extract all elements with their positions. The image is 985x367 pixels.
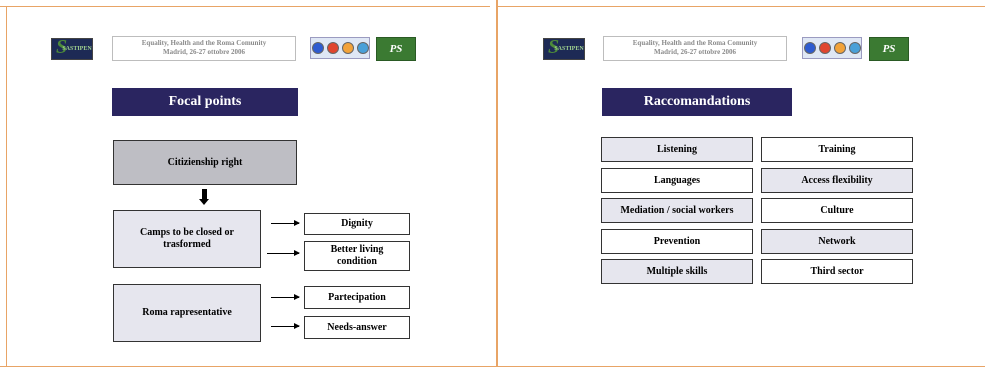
dot-icon bbox=[356, 42, 369, 54]
header-title: Equality, Health and the Roma Comunity bbox=[141, 39, 267, 47]
dot-icon bbox=[848, 42, 861, 54]
slide-title: Focal points bbox=[112, 88, 298, 116]
dot-icon bbox=[341, 42, 354, 54]
camps-box: Camps to be closed or trasformed bbox=[113, 210, 261, 268]
ps-logo-text: PS bbox=[389, 43, 403, 55]
header-date: Madrid, 26-27 ottobre 2006 bbox=[654, 48, 736, 56]
sastipen-logo-text: SASTIPEN bbox=[554, 46, 584, 52]
slide-title: Raccomandations bbox=[602, 88, 792, 116]
down-arrow-icon bbox=[199, 189, 210, 205]
recommendation-item: Training bbox=[761, 137, 913, 162]
top-border-left bbox=[0, 6, 490, 7]
arrow-right-icon bbox=[271, 323, 300, 329]
ps-logo-text: PS bbox=[882, 43, 896, 55]
sastipen-logo: S SASTIPEN bbox=[543, 38, 585, 60]
dot-icon bbox=[326, 42, 339, 54]
partner-logo bbox=[310, 37, 370, 59]
arrow-right-icon bbox=[271, 220, 300, 226]
ps-logo: PS bbox=[376, 37, 416, 61]
recommendation-item: Languages bbox=[601, 168, 753, 193]
citizenship-box: Citizienship right bbox=[113, 140, 297, 185]
dot-icon bbox=[833, 42, 846, 54]
dot-icon bbox=[803, 42, 816, 54]
roma-box: Roma rapresentative bbox=[113, 284, 261, 342]
dot-icon bbox=[818, 42, 831, 54]
participation-box: Partecipation bbox=[304, 286, 410, 309]
arrow-right-icon bbox=[271, 294, 300, 300]
slide-divider bbox=[496, 0, 498, 367]
needs-answer-box: Needs-answer bbox=[304, 316, 410, 339]
slide-focal-points: S SASTIPEN Equality, Health and the Roma… bbox=[0, 0, 490, 367]
top-border-right bbox=[497, 6, 985, 7]
left-border bbox=[6, 6, 7, 367]
header-title: Equality, Health and the Roma Comunity bbox=[632, 39, 758, 47]
dignity-box: Dignity bbox=[304, 213, 410, 235]
partner-logo bbox=[802, 37, 862, 59]
header-date: Madrid, 26-27 ottobre 2006 bbox=[163, 48, 245, 56]
recommendation-item: Prevention bbox=[601, 229, 753, 254]
better-living-box: Better living condition bbox=[304, 241, 410, 271]
arrow-right-icon bbox=[267, 250, 300, 256]
sastipen-logo-letter: S bbox=[56, 38, 68, 58]
dot-icon bbox=[311, 42, 324, 54]
header-caption: Equality, Health and the Roma Comunity M… bbox=[603, 36, 787, 61]
sastipen-logo-text: SASTIPEN bbox=[62, 46, 92, 52]
recommendation-item: Mediation / social workers bbox=[601, 198, 753, 223]
sastipen-logo-letter: S bbox=[548, 38, 560, 58]
recommendation-item: Multiple skills bbox=[601, 259, 753, 284]
ps-logo: PS bbox=[869, 37, 909, 61]
recommendation-item: Network bbox=[761, 229, 913, 254]
sastipen-logo: S SASTIPEN bbox=[51, 38, 93, 60]
recommendation-item: Listening bbox=[601, 137, 753, 162]
recommendation-item: Culture bbox=[761, 198, 913, 223]
recommendation-item: Third sector bbox=[761, 259, 913, 284]
header-caption: Equality, Health and the Roma Comunity M… bbox=[112, 36, 296, 61]
slide-recommendations: S SASTIPEN Equality, Health and the Roma… bbox=[495, 0, 985, 367]
recommendation-item: Access flexibility bbox=[761, 168, 913, 193]
